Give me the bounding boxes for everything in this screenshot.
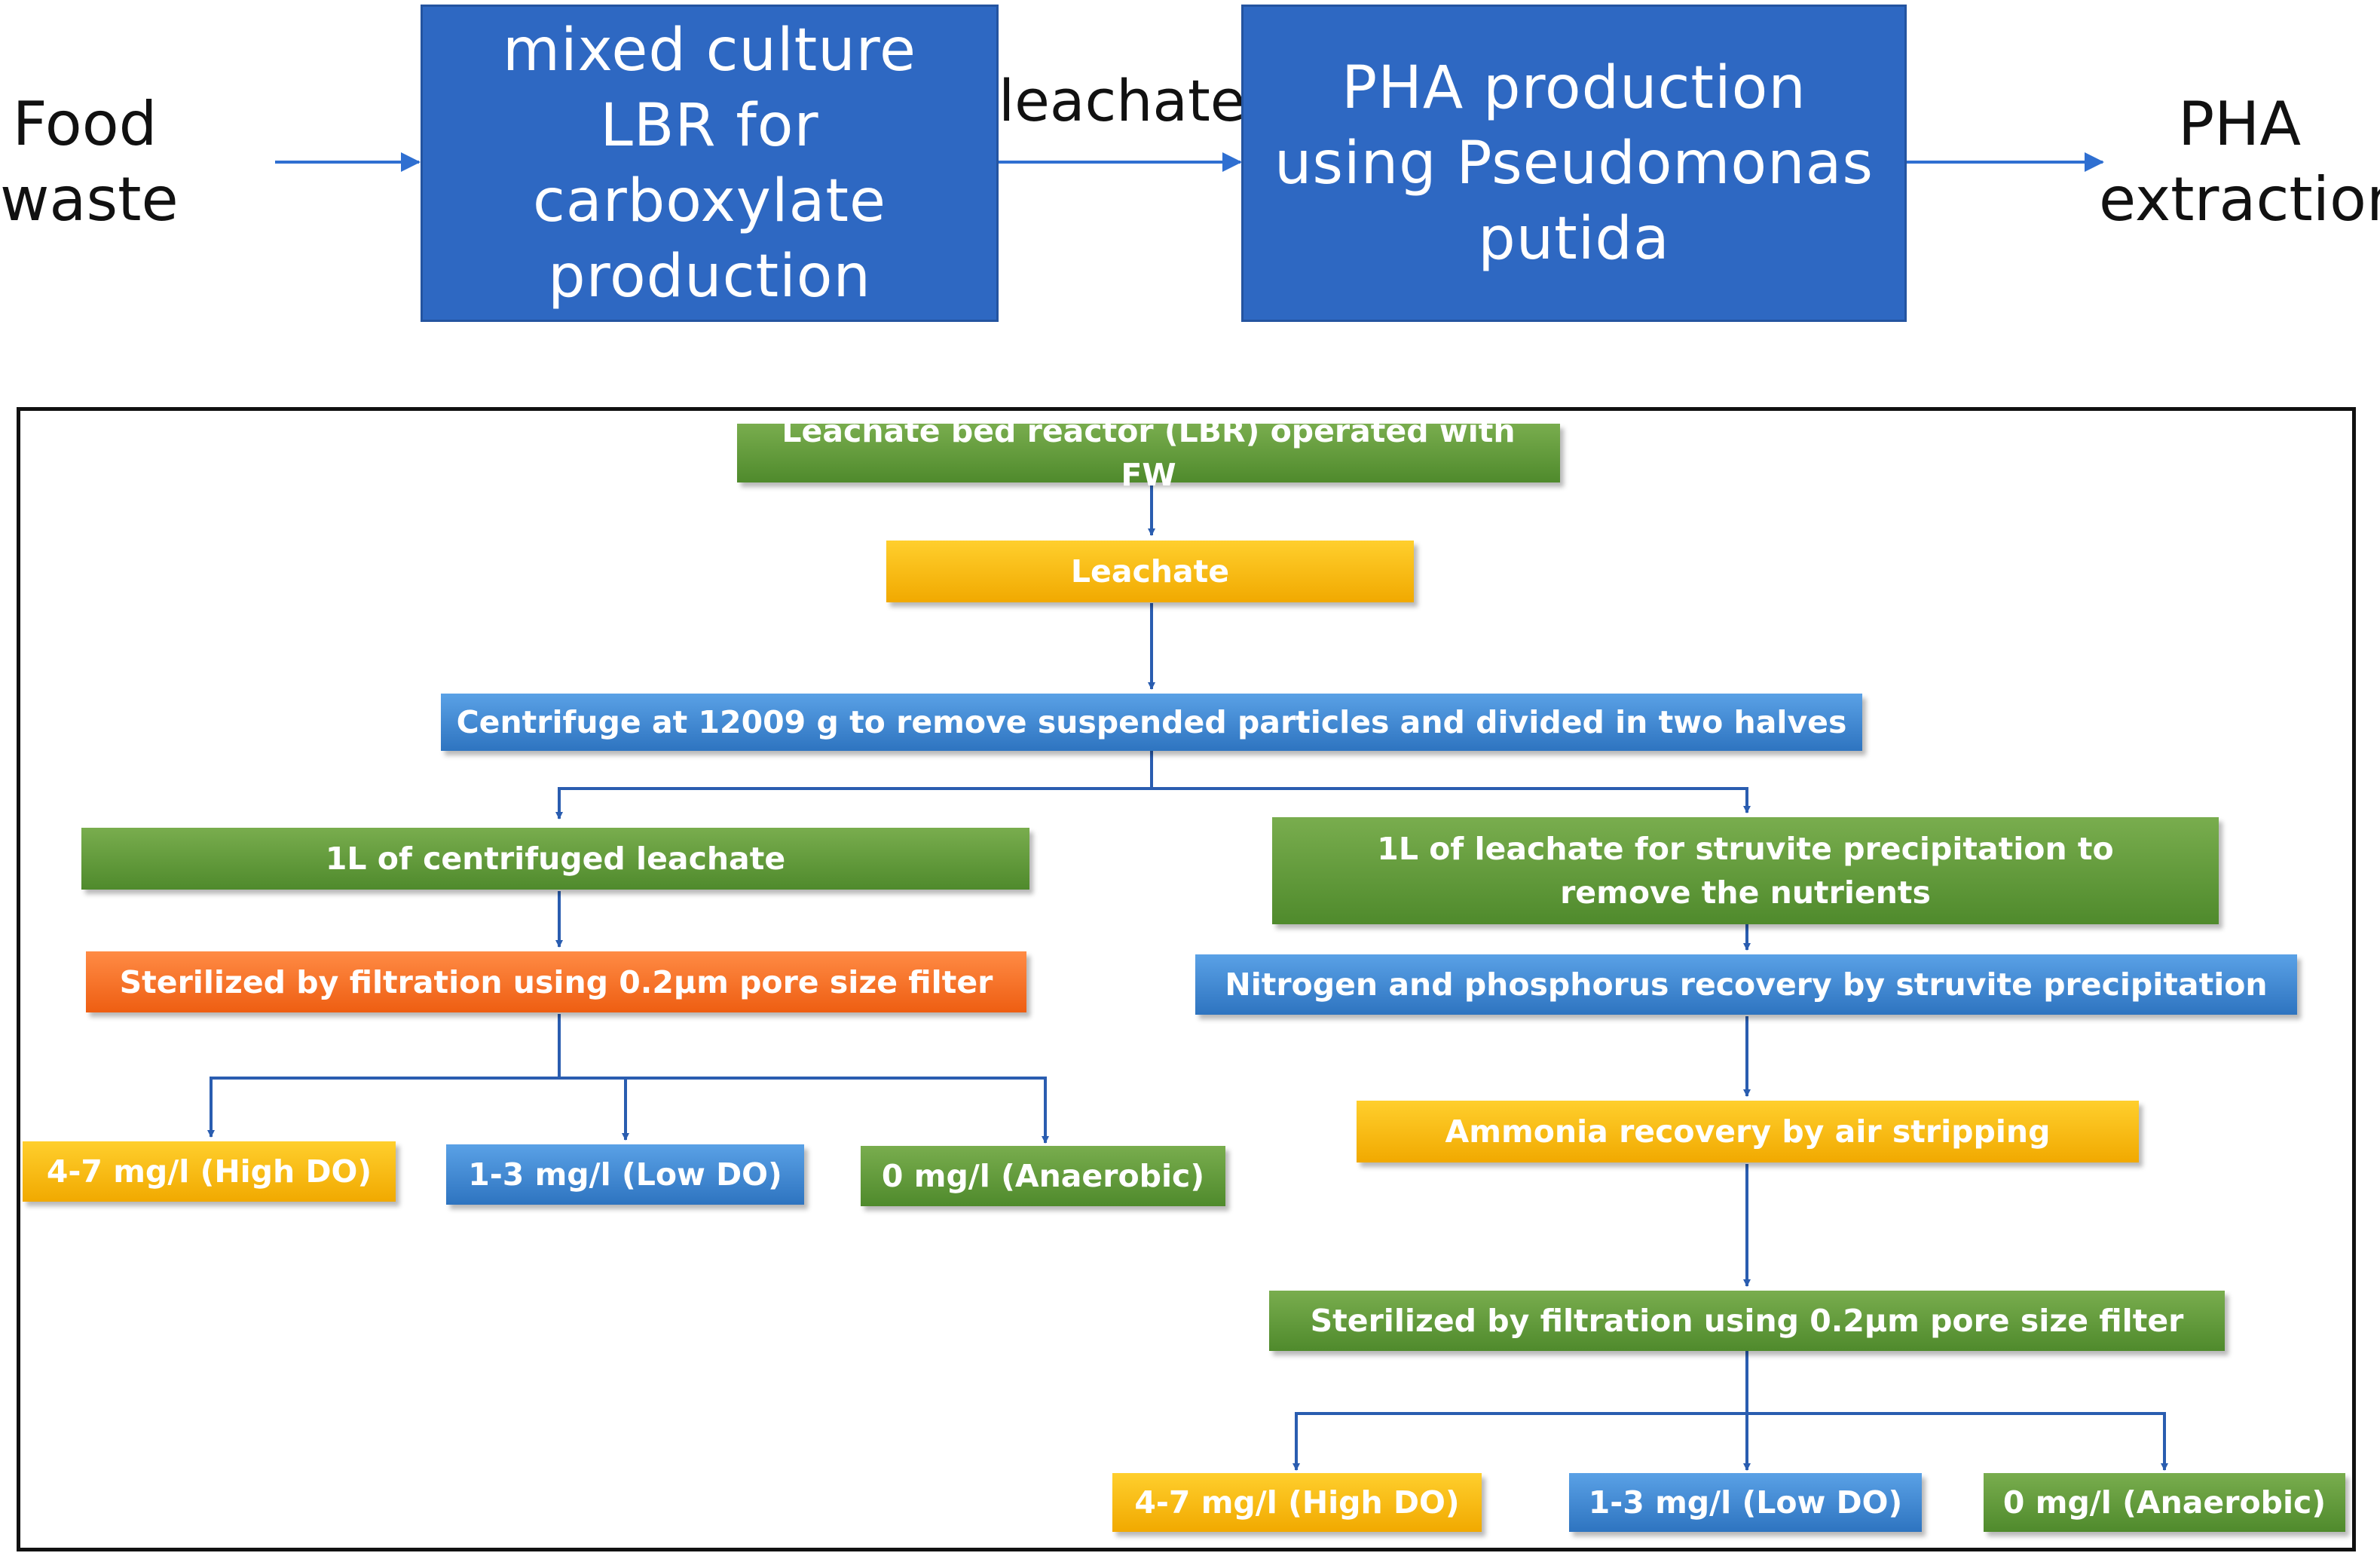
leachate-connector-label: leachate (999, 67, 1246, 134)
pha-extraction-label: PHA extraction (2099, 89, 2380, 234)
branch-right-connector-right (1747, 1412, 2168, 1471)
centrifuged-leachate-step: 1L of centrifuged leachate (81, 828, 1029, 890)
split-connector-right (1152, 787, 1751, 813)
right-low-do: 1-3 mg/l (Low DO) (1569, 1473, 1922, 1532)
leachate-step: Leachate (886, 541, 1414, 602)
ammonia-recovery-step: Ammonia recovery by air stripping (1357, 1101, 2139, 1162)
lbr-step: Leachate bed reactor (LBR) operated with… (737, 413, 1560, 493)
left-low-do: 1-3 mg/l (Low DO) (446, 1144, 804, 1205)
split-connector (555, 749, 1153, 819)
branch-left-connector-right (626, 1077, 1049, 1144)
branch-right-connector (1292, 1351, 1748, 1471)
branch-left-connector (207, 1014, 561, 1138)
np-recovery-step: Nitrogen and phosphorus recovery by stru… (1195, 954, 2297, 1015)
left-high-do: 4-7 mg/l (High DO) (23, 1141, 396, 1202)
food-waste-label: Food waste (0, 89, 179, 234)
right-anaerobic: 0 mg/l (Anaerobic) (1984, 1473, 2345, 1532)
centrifuge-step: Centrifuge at 12009 g to remove suspende… (441, 694, 1862, 751)
right-high-do: 4-7 mg/l (High DO) (1112, 1473, 1482, 1532)
left-sterilized-step: Sterilized by filtration using 0.2µm por… (86, 951, 1026, 1012)
left-anaerobic: 0 mg/l (Anaerobic) (861, 1146, 1225, 1206)
struvite-leachate-step: 1L of leachate for struvite precipitatio… (1272, 817, 2219, 924)
pha-production-box: PHA production using Pseudomonas putida (1241, 5, 1907, 322)
flowchart-frame (17, 407, 2356, 1551)
mixed-culture-lbr-box: mixed culture LBR for carboxylate produc… (421, 5, 999, 322)
right-sterilized-step: Sterilized by filtration using 0.2µm por… (1269, 1291, 2225, 1351)
